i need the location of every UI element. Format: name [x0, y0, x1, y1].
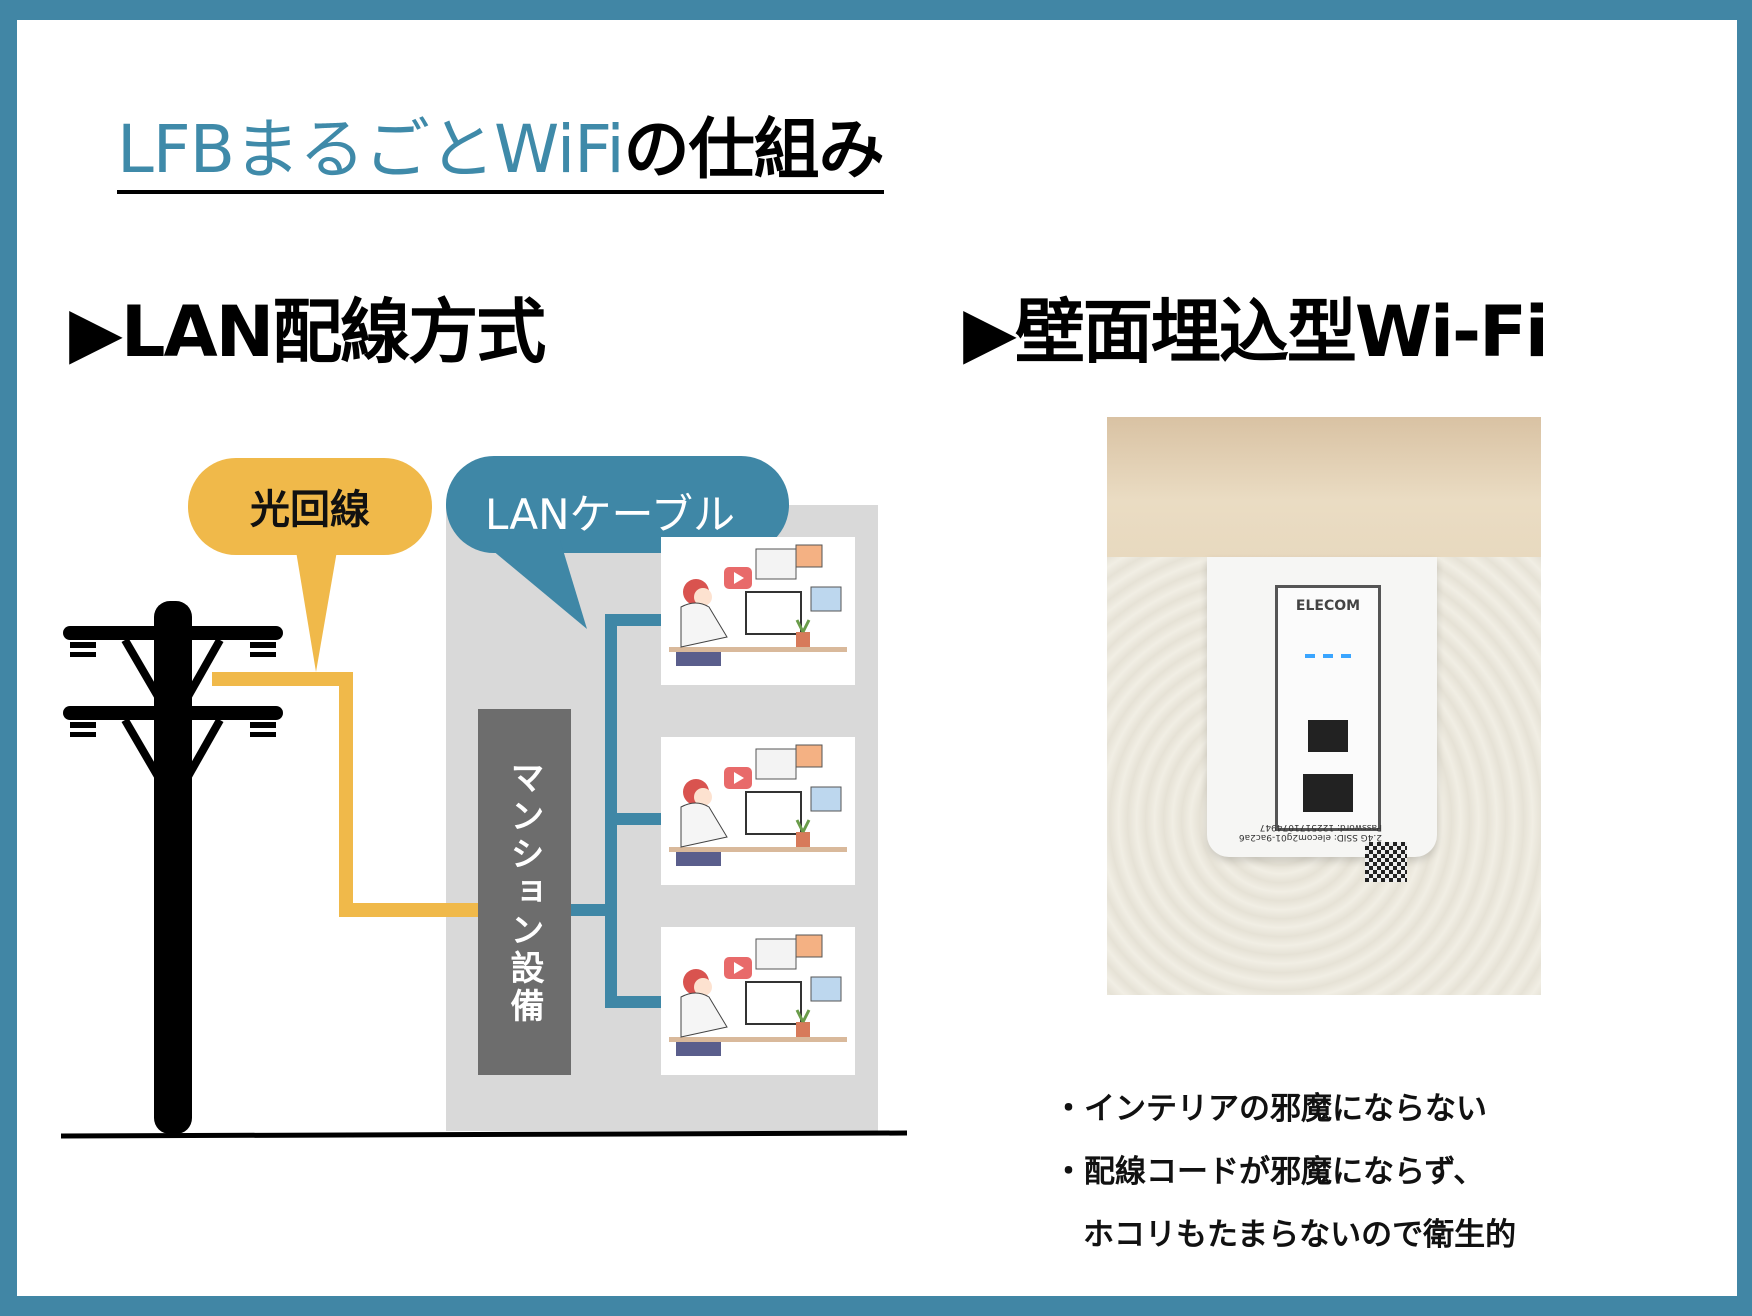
photo-brand: ELECOM — [1295, 598, 1361, 614]
feature-list: ・インテリアの邪魔にならない ・配線コードが邪魔にならず、 ホコリもたまらないの… — [1053, 1078, 1516, 1267]
lan-lines — [570, 614, 662, 1008]
title-highlight: LFBまるごとWiFi — [117, 111, 625, 188]
wifi-heading: ▶壁面埋込型Wi-Fi — [963, 291, 1549, 373]
lan-cable-label: LANケーブル — [485, 490, 735, 539]
lan-heading: ▶LAN配線方式 — [69, 291, 546, 373]
feature-item: ホコリもたまらないので衛生的 — [1083, 1217, 1517, 1253]
title-rest: の仕組み — [623, 111, 885, 188]
fiber-line — [212, 672, 480, 917]
feature-item: ・インテリアの邪魔にならない — [1053, 1091, 1487, 1127]
feature-item: ・配線コードが邪魔にならず、 — [1053, 1154, 1485, 1190]
room-illustration — [661, 927, 855, 1075]
page-title: LFBまるごとWiFiの仕組み — [117, 110, 885, 194]
building-equipment-box — [478, 709, 571, 1075]
qr-code-icon — [1365, 842, 1407, 882]
building-equipment-label: マンション設備 — [504, 760, 544, 1026]
room-illustration — [661, 537, 855, 685]
lan-cable-bubble: LANケーブル — [446, 456, 789, 629]
fiber-bubble: 光回線 — [188, 458, 432, 672]
ground-line — [60, 1130, 908, 1139]
fiber-label: 光回線 — [250, 487, 370, 533]
room-illustration — [661, 737, 855, 885]
utility-pole-icon — [63, 601, 283, 1134]
